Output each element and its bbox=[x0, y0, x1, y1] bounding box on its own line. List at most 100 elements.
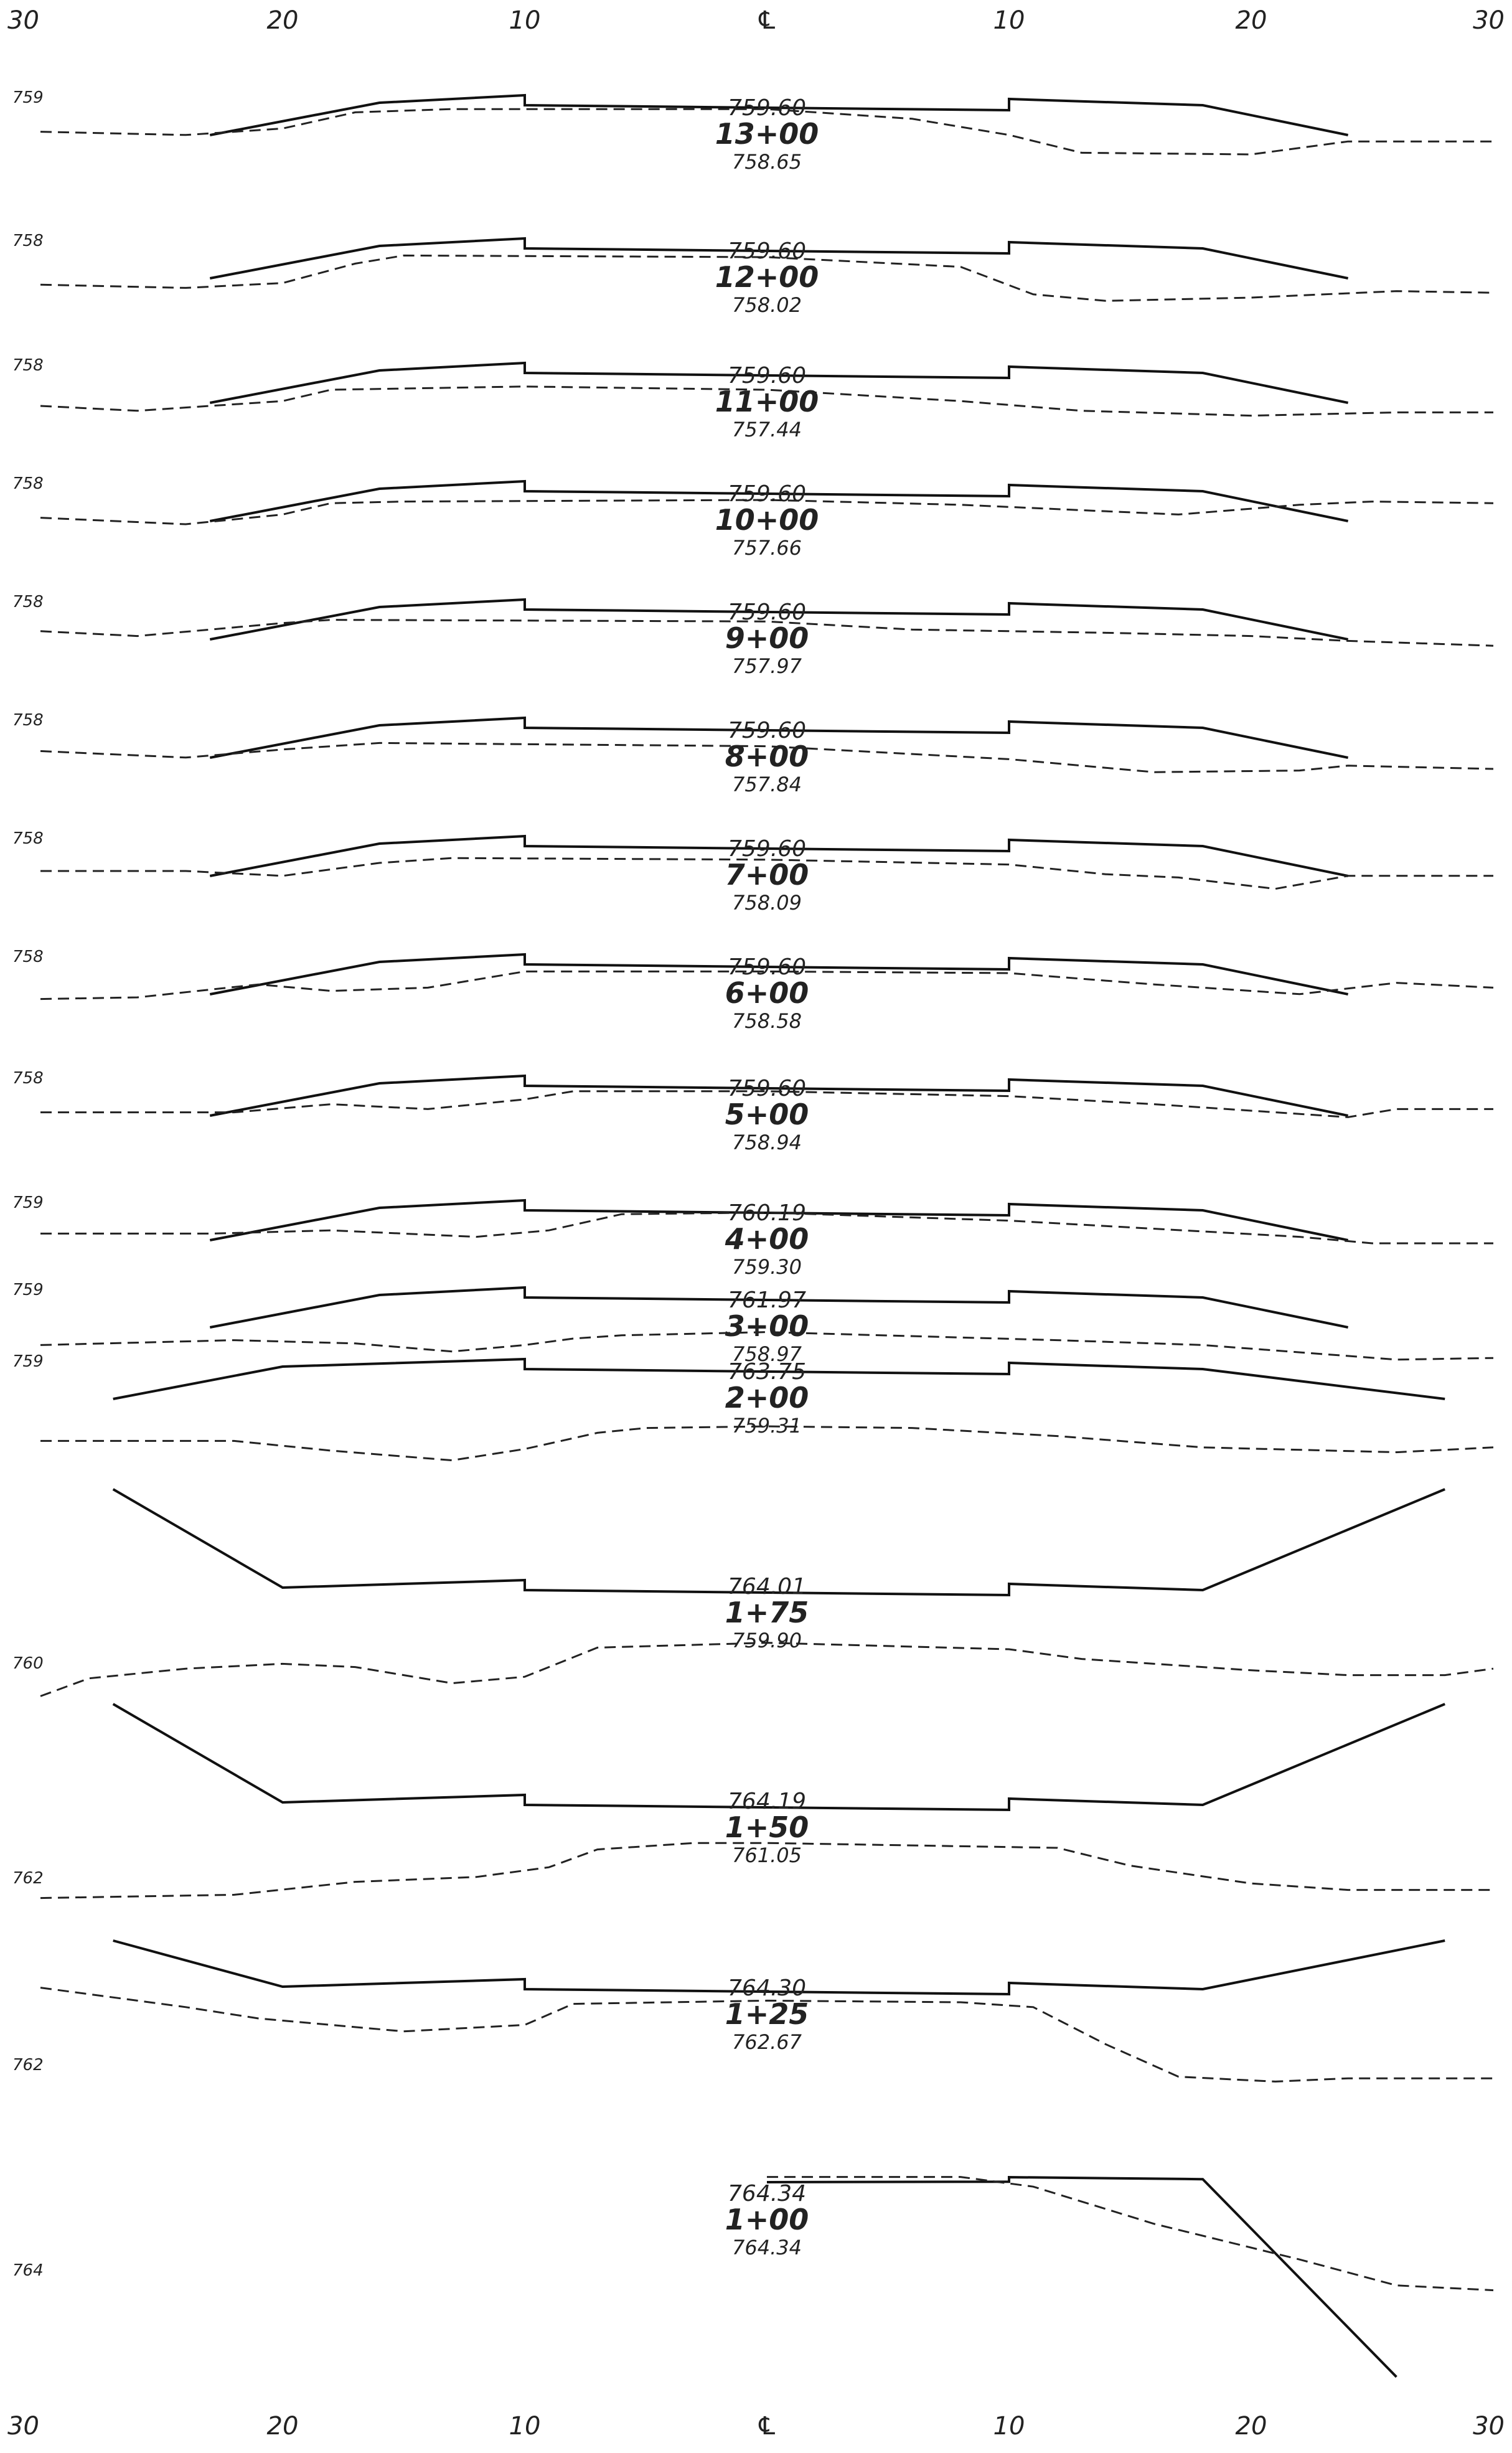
roadway-template bbox=[112, 1703, 1445, 1812]
grade-elevation-label: 759.60 bbox=[728, 481, 806, 507]
ground-elevation-label: 758.94 bbox=[732, 1131, 802, 1154]
grade-elevation-label: 759.60 bbox=[728, 718, 806, 743]
ground-elevation-label: 764.34 bbox=[732, 2236, 802, 2259]
grade-elevation-label: 764.30 bbox=[728, 1975, 806, 2001]
datum-elevation-label: 758 bbox=[12, 356, 44, 375]
offset-tick-label: 30 bbox=[7, 2412, 39, 2441]
existing-ground-line bbox=[40, 254, 1494, 302]
roadway-template bbox=[113, 1357, 1445, 1400]
datum-elevation-label: 759 bbox=[12, 88, 44, 107]
grade-elevation-label: 759.60 bbox=[728, 600, 806, 625]
station-label: 3+00 bbox=[725, 1309, 809, 1343]
offset-tick-label: 10 bbox=[509, 6, 541, 35]
ground-elevation-label: 758.97 bbox=[732, 1342, 802, 1366]
ground-elevation-label: 761.05 bbox=[732, 1843, 802, 1867]
offset-tick-label: 30 bbox=[1473, 6, 1505, 35]
roadway-template bbox=[209, 361, 1349, 404]
existing-ground-line bbox=[40, 1090, 1493, 1118]
station-label: 12+00 bbox=[715, 260, 819, 294]
datum-elevation-label: 758 bbox=[12, 829, 44, 848]
ground-elevation-label: 757.97 bbox=[732, 654, 802, 678]
datum-elevation-label: 760 bbox=[12, 1654, 44, 1673]
roadway-template bbox=[209, 1286, 1349, 1329]
existing-ground-line bbox=[767, 2176, 1494, 2292]
ground-elevation-label: 757.44 bbox=[732, 418, 802, 441]
roadway-template bbox=[112, 1488, 1445, 1597]
datum-elevation-label: 759 bbox=[12, 1194, 44, 1212]
ground-elevation-label: 757.84 bbox=[732, 773, 802, 796]
existing-ground-line bbox=[40, 1842, 1493, 1900]
ground-elevation-label: 759.90 bbox=[732, 1629, 802, 1652]
datum-elevation-label: 758 bbox=[12, 232, 44, 250]
roadway-template bbox=[209, 1198, 1349, 1241]
datum-elevation-label: 758 bbox=[12, 593, 44, 611]
roadway-template bbox=[766, 2175, 1397, 2378]
station-label: 1+50 bbox=[725, 1810, 809, 1844]
grade-elevation-label: 761.97 bbox=[728, 1288, 806, 1313]
station-label: 11+00 bbox=[715, 385, 819, 418]
existing-ground-line bbox=[40, 1642, 1494, 1697]
roadway-template bbox=[209, 598, 1349, 641]
grade-elevation-label: 763.75 bbox=[728, 1359, 806, 1385]
roadway-template bbox=[209, 237, 1349, 280]
ground-elevation-label: 758.58 bbox=[732, 1009, 802, 1033]
existing-ground-line bbox=[40, 619, 1494, 647]
grade-elevation-label: 764.34 bbox=[728, 2181, 806, 2206]
existing-ground-line bbox=[40, 742, 1494, 773]
ground-elevation-label: 762.67 bbox=[732, 2030, 802, 2054]
ground-elevation-label: 757.66 bbox=[732, 536, 802, 560]
station-label: 8+00 bbox=[725, 740, 809, 773]
offset-tick-label: 10 bbox=[509, 2412, 541, 2441]
roadway-template bbox=[113, 1939, 1445, 1996]
ground-elevation-label: 758.02 bbox=[732, 293, 802, 317]
datum-elevation-label: 764 bbox=[12, 2261, 44, 2280]
existing-ground-line bbox=[40, 1331, 1494, 1361]
existing-ground-line bbox=[40, 1987, 1493, 2083]
station-label: 1+25 bbox=[725, 1997, 809, 2031]
offset-tick-label: 30 bbox=[1473, 2412, 1505, 2441]
station-label: 9+00 bbox=[725, 621, 809, 655]
datum-elevation-label: 762 bbox=[12, 2056, 44, 2074]
existing-ground-line bbox=[40, 1212, 1493, 1245]
centerline-label: ℄ bbox=[756, 6, 778, 35]
station-label: 1+00 bbox=[725, 2203, 809, 2236]
grade-elevation-label: 759.60 bbox=[728, 363, 806, 388]
grade-elevation-label: 759.60 bbox=[728, 836, 806, 862]
offset-tick-label: 20 bbox=[267, 2412, 299, 2441]
station-label: 1+75 bbox=[725, 1596, 809, 1629]
grade-elevation-label: 759.60 bbox=[728, 238, 806, 264]
grade-elevation-label: 759.60 bbox=[728, 1076, 806, 1101]
station-label: 7+00 bbox=[725, 858, 809, 892]
station-label: 4+00 bbox=[725, 1222, 809, 1256]
offset-tick-label: 10 bbox=[993, 2412, 1025, 2441]
datum-elevation-label: 758 bbox=[12, 1069, 44, 1088]
roadway-template bbox=[209, 479, 1349, 522]
datum-elevation-label: 759 bbox=[12, 1352, 44, 1371]
datum-elevation-label: 758 bbox=[12, 711, 44, 730]
offset-tick-label: 30 bbox=[7, 6, 39, 35]
existing-ground-line bbox=[40, 499, 1494, 525]
offset-tick-label: 20 bbox=[1236, 2412, 1267, 2441]
station-label: 10+00 bbox=[715, 503, 819, 537]
offset-tick-label: 20 bbox=[267, 6, 299, 35]
roadway-template bbox=[209, 716, 1349, 759]
roadway-template bbox=[209, 953, 1349, 996]
ground-elevation-label: 758.09 bbox=[732, 891, 802, 915]
